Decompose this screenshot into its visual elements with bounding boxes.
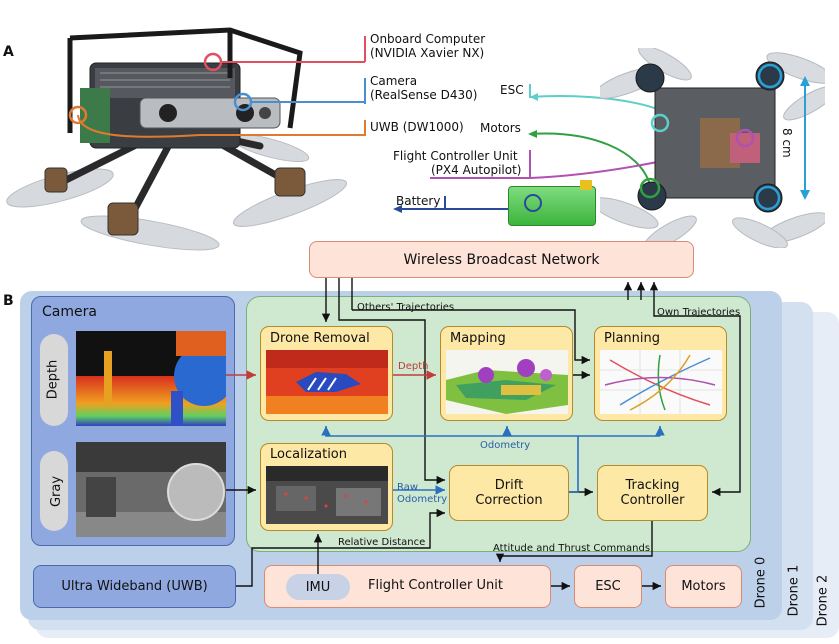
tracking-title-1: Tracking (625, 478, 680, 493)
attitude-thrust-label: Attitude and Thrust Commands (493, 543, 651, 554)
esc-box: ESC (574, 565, 642, 608)
tracking-controller-module: Tracking Controller (597, 465, 708, 521)
relative-distance-label: Relative Distance (338, 537, 426, 548)
uwb-box: Ultra Wideband (UWB) (33, 565, 236, 608)
fcu-hw-model: (PX4 Autopilot) (431, 163, 522, 177)
drift-title-2: Correction (475, 493, 543, 508)
panel-letter-b: B (3, 293, 14, 309)
depth-arrow-label: Depth (398, 361, 429, 372)
odometry-label: Odometry (480, 440, 531, 451)
own-trajectories-label: Own Trajectories (657, 307, 741, 318)
battery-hw-label: Battery (396, 194, 441, 208)
drone-side-photo (6, 27, 348, 251)
drone-removal-title: Drone Removal (270, 331, 370, 346)
camera-group-title: Camera (42, 304, 97, 320)
planning-image (600, 350, 722, 414)
localization-image (266, 466, 388, 524)
battery-image (508, 186, 596, 226)
imu-pill: IMU (286, 574, 350, 600)
localization-title: Localization (270, 447, 347, 462)
raw-label: Raw (397, 482, 419, 493)
wireless-network-box: Wireless Broadcast Network (309, 241, 694, 278)
planning-title: Planning (604, 331, 660, 346)
esc-hw-label: ESC (500, 83, 524, 97)
gray-pill (40, 451, 68, 531)
mapping-image (446, 350, 568, 414)
camera-hw-model: (RealSense D430) (370, 88, 478, 102)
drone-top-photo (600, 48, 825, 248)
tracking-title-2: Controller (620, 493, 685, 508)
gray-image (76, 442, 226, 537)
drift-title-1: Drift (494, 478, 524, 493)
onboard-computer-label: Onboard Computer (370, 32, 486, 46)
raw-odometry-label: Odometry (397, 494, 448, 505)
mapping-title: Mapping (450, 331, 506, 346)
uwb-hw-label: UWB (DW1000) (370, 120, 464, 134)
battery-marker (524, 194, 542, 212)
hardware-callout-lines (77, 36, 746, 213)
panel-letter-a: A (3, 44, 14, 60)
others-trajectories-label: Others' Trajectories (357, 302, 455, 313)
fcu-hw-label: Flight Controller Unit (393, 149, 518, 163)
motors-box: Motors (665, 565, 742, 608)
onboard-computer-model: (NVIDIA Xavier NX) (370, 46, 485, 60)
drone-removal-image (266, 350, 388, 414)
camera-hw-label: Camera (370, 74, 418, 88)
depth-image (76, 331, 226, 426)
drift-correction-module: Drift Correction (449, 465, 569, 521)
battery-plug-icon (580, 180, 592, 190)
fcu-label: Flight Controller Unit (368, 578, 503, 593)
depth-pill (40, 334, 68, 426)
motors-hw-label: Motors (480, 121, 521, 135)
